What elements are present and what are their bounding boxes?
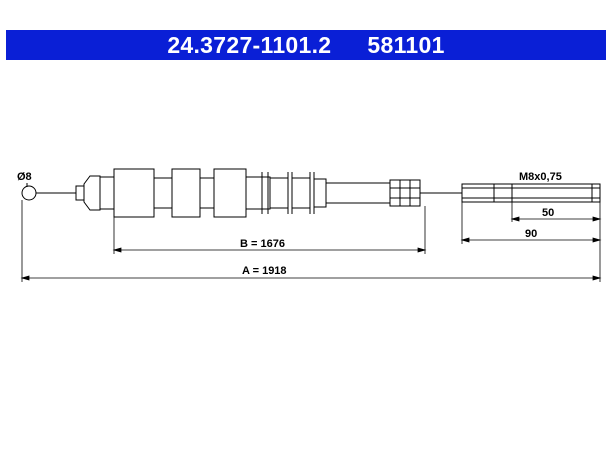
bellows-section xyxy=(99,168,327,218)
part-number: 24.3727-1101.2 xyxy=(167,31,332,58)
outer-casing xyxy=(326,182,391,204)
end-length-label: 90 xyxy=(525,228,537,240)
reference-number: 581101 xyxy=(367,31,445,58)
extension-lines xyxy=(21,200,601,282)
casing-ferrule xyxy=(389,179,421,207)
dimension-a-label: A = 1918 xyxy=(242,265,287,277)
title-bar: 24.3727-1101.2 581101 xyxy=(6,30,606,60)
end-eye xyxy=(21,185,37,201)
diameter-label: Ø8 xyxy=(17,171,32,183)
left-sleeve xyxy=(83,175,101,211)
end-nipple xyxy=(75,185,85,201)
threaded-rod xyxy=(461,183,601,203)
thread-label: M8x0,75 xyxy=(519,171,562,183)
thread-length-label: 50 xyxy=(542,207,554,219)
dimension-b-label: B = 1676 xyxy=(240,238,285,250)
dimension-lines xyxy=(20,216,602,281)
